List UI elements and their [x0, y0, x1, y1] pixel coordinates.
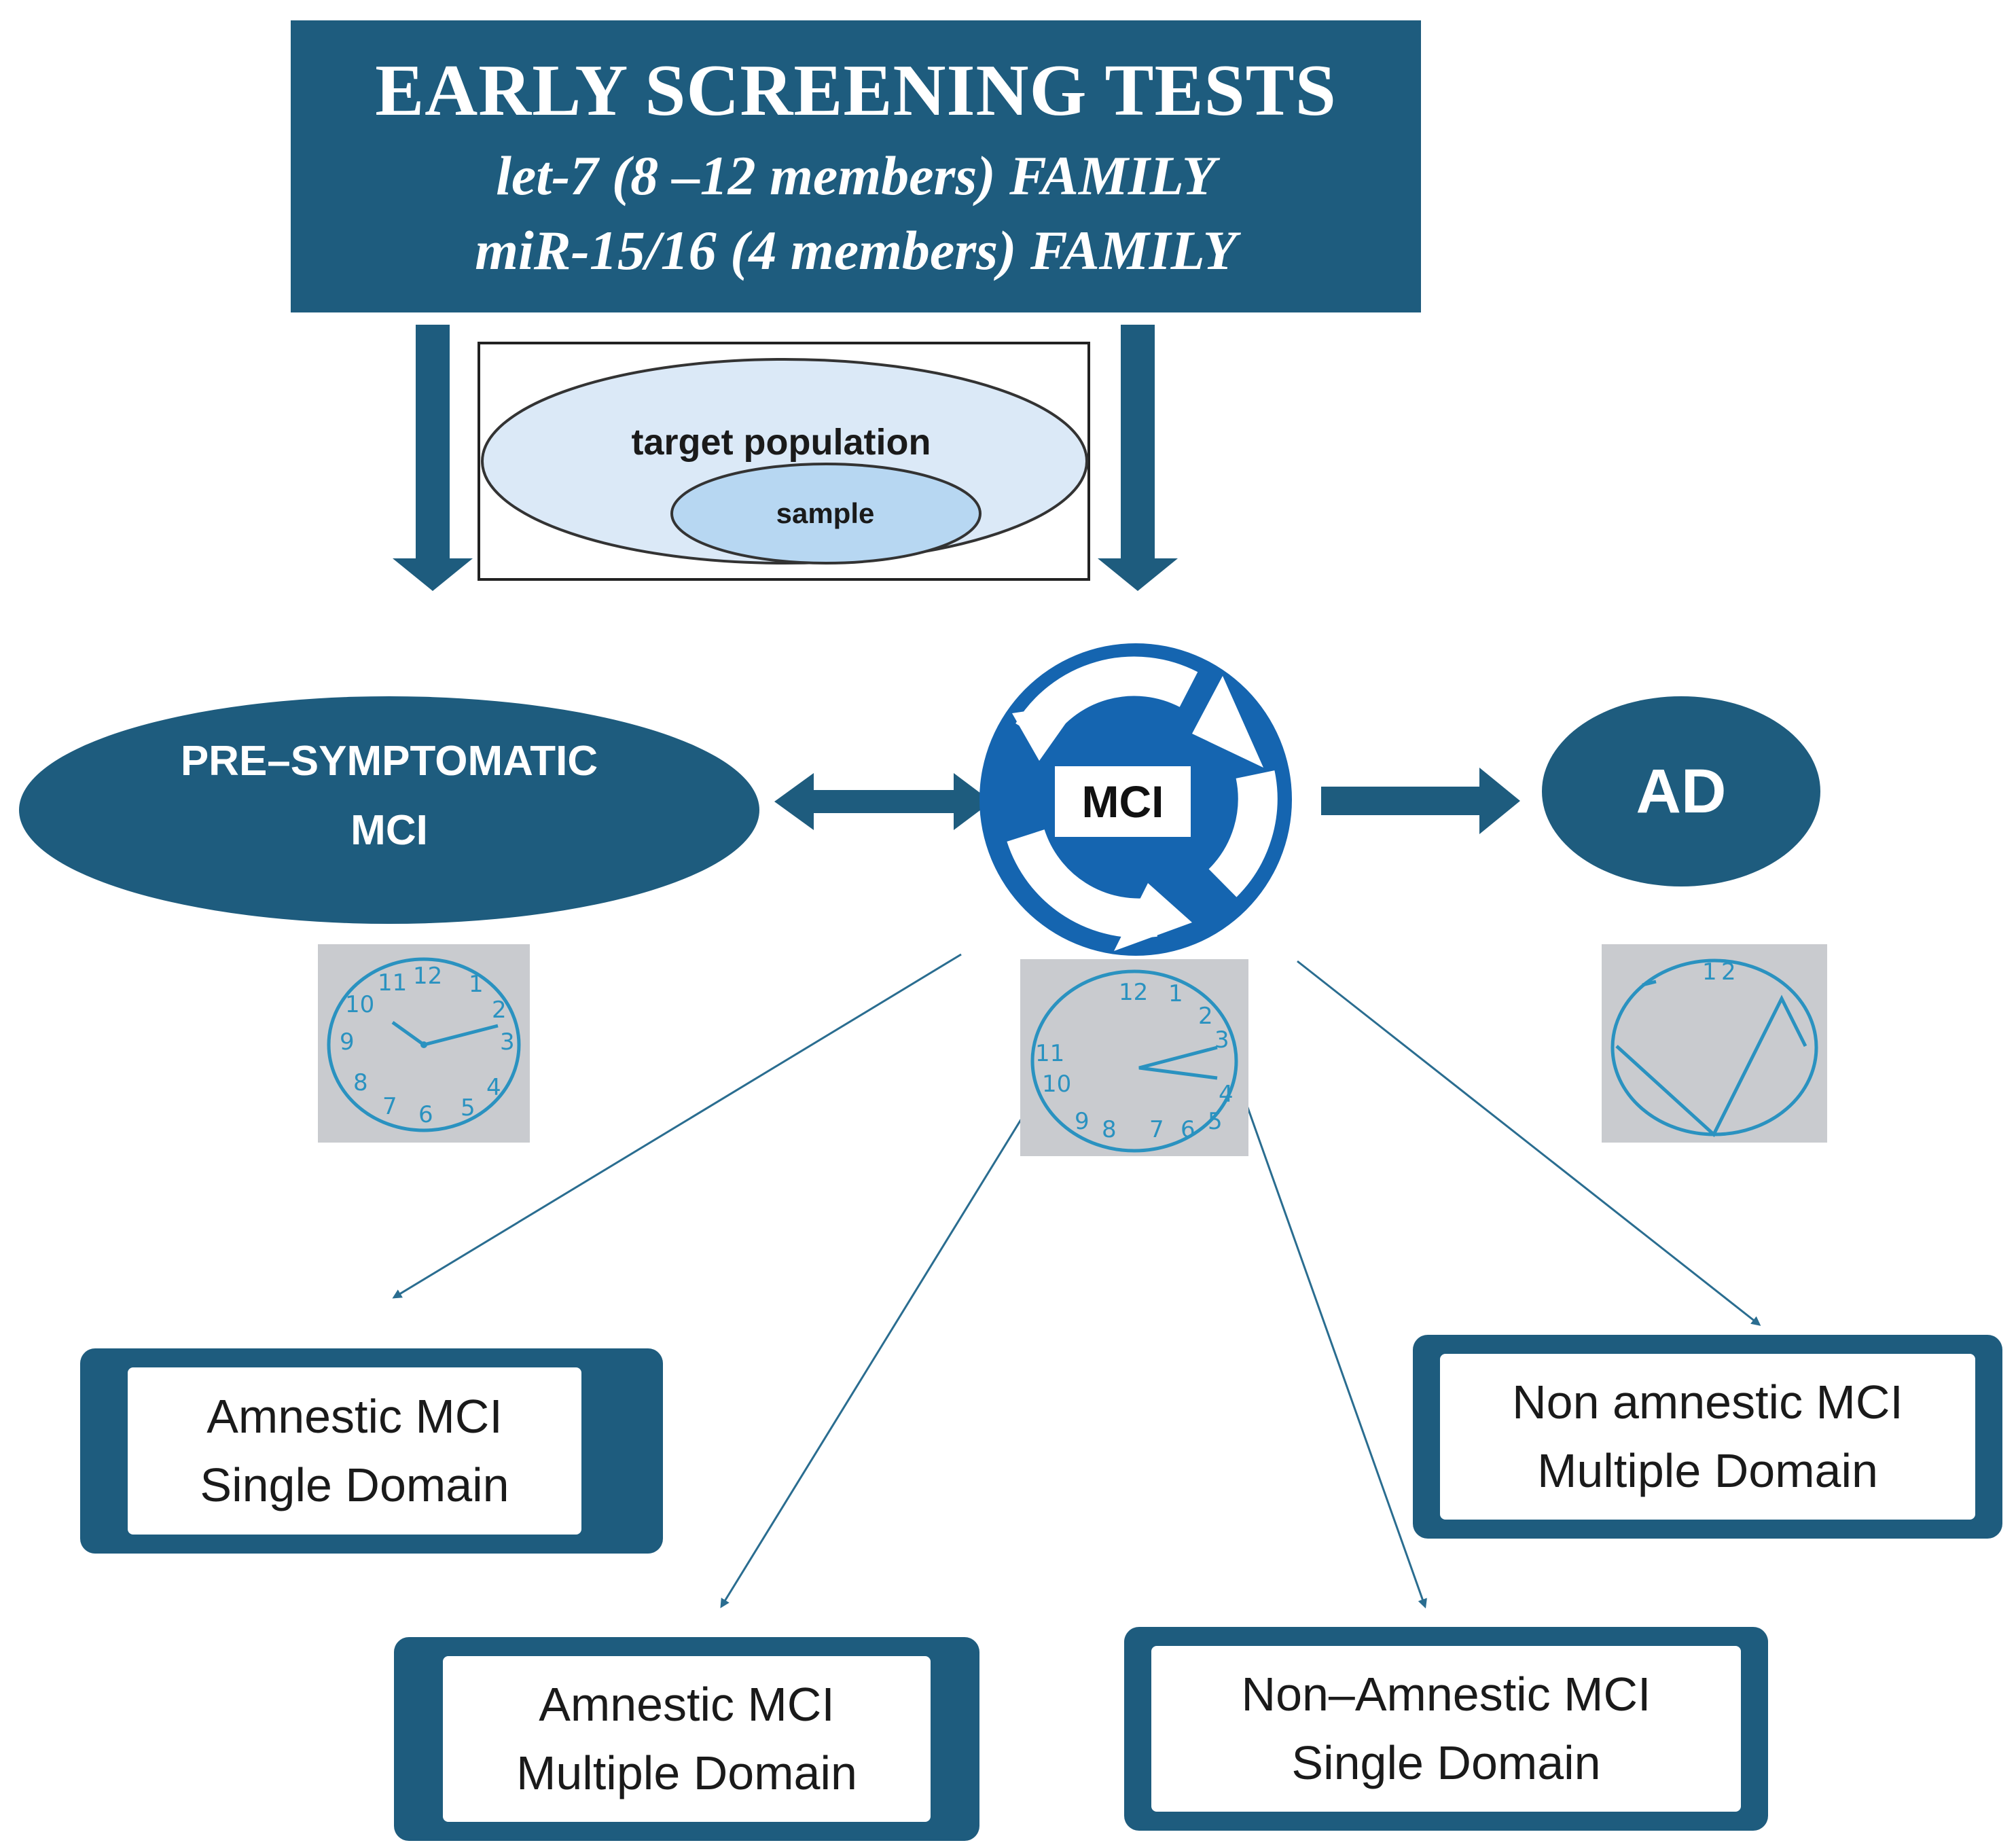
- svg-text:1: 1: [469, 971, 484, 998]
- svg-text:8: 8: [353, 1069, 368, 1096]
- outcome-line1: Non–Amnestic MCI: [1241, 1667, 1651, 1721]
- outcome-nonamnestic-multiple: Non amnestic MCI Multiple Domain: [1413, 1335, 2002, 1539]
- svg-text:10: 10: [345, 991, 374, 1018]
- connector-amnestic-multiple: [720, 1117, 1024, 1609]
- down-arrow-left: [393, 325, 473, 591]
- svg-text:9: 9: [1075, 1108, 1090, 1135]
- svg-text:7: 7: [1149, 1116, 1164, 1143]
- header-mir15-line: miR-15/16 (4 members) FAMILY: [475, 219, 1237, 281]
- outcome-nonamnestic-single: Non–Amnestic MCI Single Domain: [1124, 1627, 1768, 1831]
- svg-text:11: 11: [378, 969, 407, 997]
- target-population-label: target population: [631, 422, 931, 463]
- clock-drawing-mci: 12 1 2 3 4 5 6 7 8 9 10 11: [1020, 959, 1248, 1156]
- svg-text:10: 10: [1042, 1071, 1071, 1098]
- svg-text:3: 3: [500, 1028, 515, 1056]
- clock-normal-icon: 12 1 2 3 4 5 6 7 8 9 10 11: [327, 957, 521, 1132]
- svg-text:5: 5: [1208, 1108, 1223, 1135]
- svg-text:8: 8: [1102, 1116, 1117, 1143]
- svg-text:6: 6: [418, 1101, 433, 1128]
- svg-text:4: 4: [1219, 1081, 1234, 1108]
- ad-label: AD: [1636, 757, 1727, 826]
- clock-drawing-ad: 1 2: [1602, 944, 1827, 1143]
- outcome-line2: Multiple Domain: [1537, 1444, 1878, 1497]
- header-box: EARLY SCREENING TESTS let-7 (8 –12 membe…: [291, 20, 1421, 312]
- clock-ad-icon: 1 2: [1610, 958, 1818, 1138]
- connector-nonamnestic-multiple: [1297, 960, 1761, 1326]
- svg-text:9: 9: [340, 1028, 355, 1056]
- sample-label: sample: [776, 497, 875, 529]
- outcome-line1: Amnestic MCI: [539, 1677, 835, 1731]
- connector-nonamnestic-single: [1245, 1103, 1427, 1609]
- outcome-amnestic-multiple: Amnestic MCI Multiple Domain: [394, 1637, 979, 1841]
- connector-amnestic-single: [392, 953, 962, 1299]
- clock-drawing-normal: 12 1 2 3 4 5 6 7 8 9 10 11: [318, 944, 530, 1143]
- outcome-line2: Single Domain: [1291, 1736, 1601, 1789]
- svg-text:2: 2: [1198, 1003, 1213, 1030]
- outcome-line1: Non amnestic MCI: [1512, 1375, 1903, 1429]
- header-title: EARLY SCREENING TESTS: [375, 50, 1337, 131]
- presymptomatic-mci-node: PRE–SYMPTOMATIC MCI: [19, 696, 759, 924]
- mci-center-label: MCI: [1055, 766, 1191, 837]
- down-arrow-right: [1098, 325, 1178, 591]
- svg-text:3: 3: [1214, 1026, 1229, 1054]
- svg-text:12: 12: [1119, 979, 1148, 1006]
- svg-text:2: 2: [1721, 958, 1736, 986]
- svg-text:6: 6: [1181, 1116, 1195, 1143]
- outcome-line2: Multiple Domain: [516, 1746, 857, 1799]
- svg-text:1: 1: [1168, 980, 1183, 1007]
- svg-text:1: 1: [1702, 958, 1717, 986]
- svg-text:4: 4: [486, 1074, 501, 1101]
- svg-text:2: 2: [492, 997, 507, 1024]
- svg-text:7: 7: [382, 1093, 397, 1120]
- header-let7-line: let-7 (8 –12 members) FAMILY: [496, 145, 1216, 207]
- bidirectional-arrow: [774, 773, 992, 830]
- clock-normal-num: 12: [413, 963, 442, 990]
- outcome-line2: Single Domain: [200, 1458, 509, 1511]
- mci-to-ad-arrow: [1321, 768, 1520, 834]
- clock-mci-icon: 12 1 2 3 4 5 6 7 8 9 10 11: [1030, 969, 1238, 1153]
- presymptomatic-label: PRE–SYMPTOMATIC: [180, 738, 598, 785]
- svg-text:11: 11: [1035, 1040, 1064, 1067]
- ad-node: AD: [1542, 696, 1820, 886]
- outcome-amnestic-single: Amnestic MCI Single Domain: [80, 1348, 663, 1554]
- sample-ellipse: [670, 463, 982, 564]
- presymptomatic-mci-label: MCI: [350, 807, 428, 854]
- outcome-line1: Amnestic MCI: [206, 1389, 503, 1443]
- svg-text:5: 5: [461, 1094, 475, 1122]
